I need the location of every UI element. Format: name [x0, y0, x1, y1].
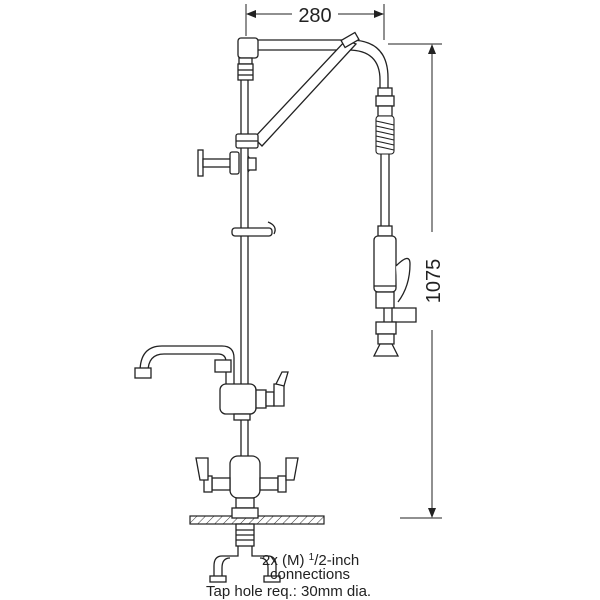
mixing-valve	[195, 455, 299, 509]
height-arrow-top	[428, 44, 436, 54]
deck-mount	[231, 507, 259, 547]
hose	[380, 154, 390, 226]
width-dimension-label: 280	[298, 5, 331, 27]
wall-bracket	[197, 149, 257, 177]
connections-note-line2: connections	[270, 566, 351, 583]
connections-fraction-numerator: 1	[308, 552, 315, 563]
hose-connector	[375, 87, 395, 117]
height-arrow-bottom	[428, 508, 436, 518]
riser-pipe	[240, 78, 249, 510]
height-dimension-label: 1075	[423, 259, 445, 304]
connections-note: 2x (M) 1/2-inch	[262, 549, 359, 569]
brace-clamp	[235, 133, 259, 149]
width-arrow-left	[246, 10, 256, 18]
width-dimension	[245, 4, 385, 40]
tap-hole-note: Tap hole req.: 30mm dia.	[206, 583, 372, 600]
connections-fraction-rest: /2-inch	[314, 552, 360, 569]
spring-coil	[375, 115, 395, 155]
connections-prefix: 2x (M)	[262, 552, 309, 569]
supply-connections	[209, 546, 281, 583]
hose-hook	[231, 221, 276, 237]
swing-spout	[134, 345, 235, 388]
height-dimension	[388, 43, 442, 519]
support-brace	[253, 31, 360, 147]
width-arrow-right	[374, 10, 384, 18]
spray-valve	[372, 225, 417, 357]
top-elbow	[237, 37, 259, 81]
spout-valve-body	[219, 371, 289, 421]
